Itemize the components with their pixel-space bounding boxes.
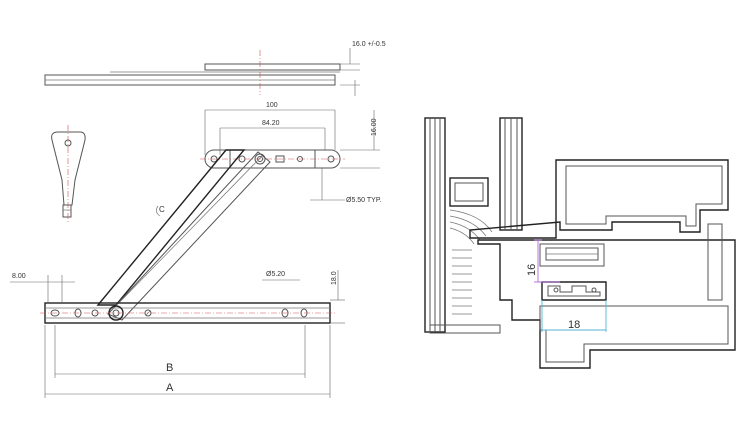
vertical-frame [424, 117, 523, 333]
profile-section-drawing: 16 18 [424, 117, 736, 369]
sash-profile [469, 159, 729, 239]
dim-84-label: 84.20 [262, 120, 280, 127]
hinge-arms: C [96, 149, 271, 321]
dim-b-label: B [166, 362, 173, 374]
dim-18-profile-label: 18 [568, 319, 580, 331]
hole-dia-2-label: Ø5.20 [266, 271, 285, 278]
dim-100-label: 100 [266, 102, 278, 109]
top-dimensions: 100 84.20 16.00 [204, 102, 380, 169]
hinge-hardware [539, 243, 607, 301]
arm-label: C [159, 205, 165, 214]
hinge-drawing: 16.0 +/-0.5 100 84.20 16.00 [10, 41, 386, 398]
upper-bracket: Ø5.50 TYP. [200, 149, 382, 204]
dim-16-profile-label: 16 [526, 264, 538, 276]
frame-profile [429, 223, 736, 369]
offset-label: 8.00 [12, 273, 26, 280]
profile-dimensions: 16 18 [526, 239, 607, 332]
hole-dia-label: Ø5.50 TYP. [346, 197, 382, 204]
dim-16-label: 16.00 [371, 118, 378, 136]
dim-a-label: A [166, 382, 174, 394]
rail-dimensions: 8.00 Ø5.20 18.0 B A [10, 270, 345, 398]
hinge-side-view: 16.0 +/-0.5 [44, 41, 386, 96]
tolerance-label: 16.0 +/-0.5 [352, 41, 386, 48]
key-drawing [51, 125, 86, 222]
rail-height-label: 18.0 [331, 271, 338, 285]
bottom-rail [40, 302, 335, 324]
